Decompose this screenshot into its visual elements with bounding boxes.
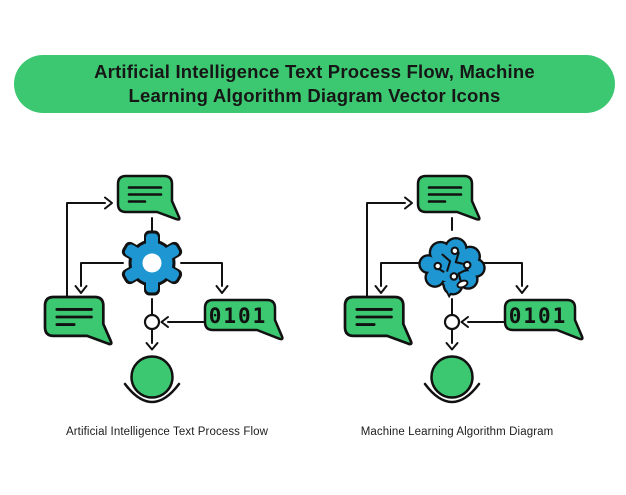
binary-text: 0101 <box>509 304 568 328</box>
caption-ai-text-process-flow: Artificial Intelligence Text Process Flo… <box>65 426 269 438</box>
flow-frame-instance <box>345 176 582 402</box>
flow-frame-instance <box>45 176 282 402</box>
gear-icon <box>119 230 185 296</box>
banner-title: Artificial Intelligence Text Process Flo… <box>94 60 535 106</box>
caption-machine-learning-algorithm: Machine Learning Algorithm Diagram <box>360 426 554 438</box>
diagram-ai-text-process-flow: 0101 <box>27 160 307 430</box>
brain-icon <box>417 235 487 300</box>
binary-text: 0101 <box>209 304 268 328</box>
diagram-machine-learning-algorithm: 0101 <box>327 160 607 430</box>
title-banner: Artificial Intelligence Text Process Flo… <box>14 55 615 113</box>
